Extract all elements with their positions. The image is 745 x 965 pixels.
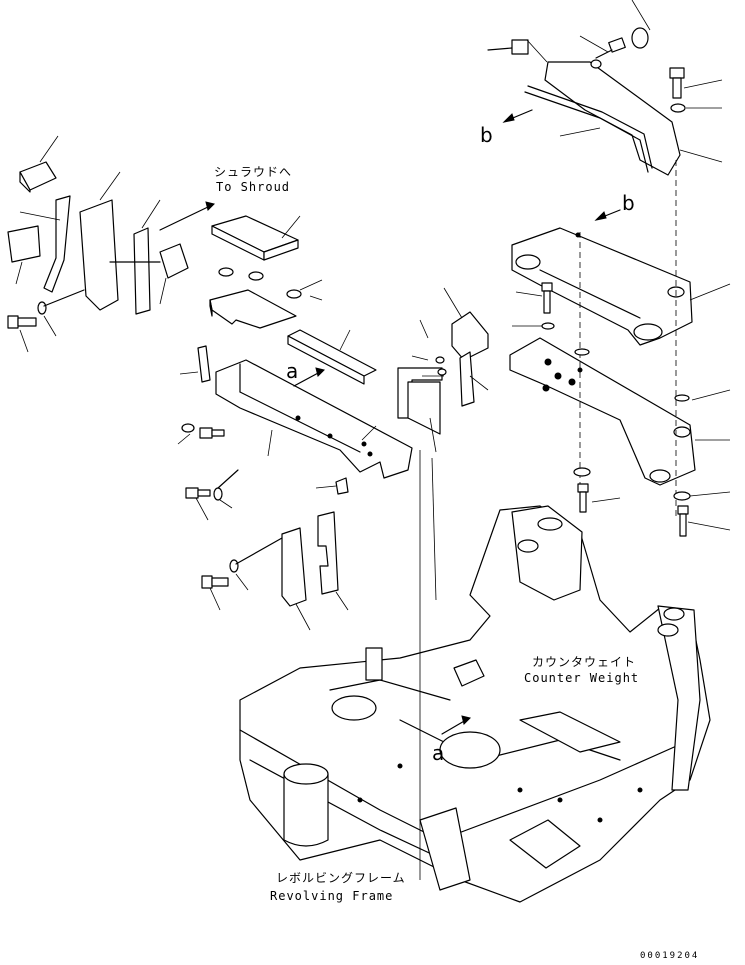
frame-label-en: Revolving Frame <box>270 889 393 903</box>
bolt-icon <box>669 67 685 99</box>
bolt-icon <box>199 427 225 439</box>
bolt-icon <box>201 575 229 589</box>
shroud-label-en: To Shroud <box>216 180 290 194</box>
ref-arrow-a-center: a <box>286 359 325 387</box>
wedge-block <box>397 287 489 453</box>
ref-a-label: a <box>432 741 444 765</box>
ref-arrow-a-frame: a <box>432 715 471 765</box>
counterweight-label-en: Counter Weight <box>524 671 639 685</box>
bolt-icon <box>577 483 589 513</box>
bolt-icon <box>185 487 211 499</box>
bolt-icon <box>595 37 626 59</box>
center-bar <box>287 329 377 385</box>
upper-bracket-plate <box>511 227 693 346</box>
center-pads <box>209 215 323 329</box>
drawing-code: 00019204 <box>640 951 699 961</box>
side-plates <box>201 511 349 631</box>
ref-b-label: b <box>480 123 493 147</box>
bolt-icon <box>7 315 37 329</box>
shroud-label-jp: シュラウドへ <box>214 165 292 179</box>
to-shroud-callout: シュラウドへ To Shroud <box>159 165 292 231</box>
shroud-bracket-assembly <box>7 135 189 353</box>
ref-arrow-b-top: b <box>480 109 533 147</box>
ref-b-label: b <box>622 191 635 215</box>
frame-label-jp: レボルビングフレーム <box>276 871 406 885</box>
center-bracket-plate <box>179 345 413 495</box>
ref-arrow-b-right: b <box>594 191 635 221</box>
lower-bracket-plate <box>509 337 696 486</box>
bolt-icon <box>541 282 553 314</box>
ref-a-label: a <box>286 359 298 383</box>
top-cover-assembly <box>487 0 723 176</box>
counterweight-label-jp: カウンタウェイト <box>532 655 636 669</box>
bolt-icon <box>677 505 689 537</box>
revolving-frame <box>239 505 711 903</box>
